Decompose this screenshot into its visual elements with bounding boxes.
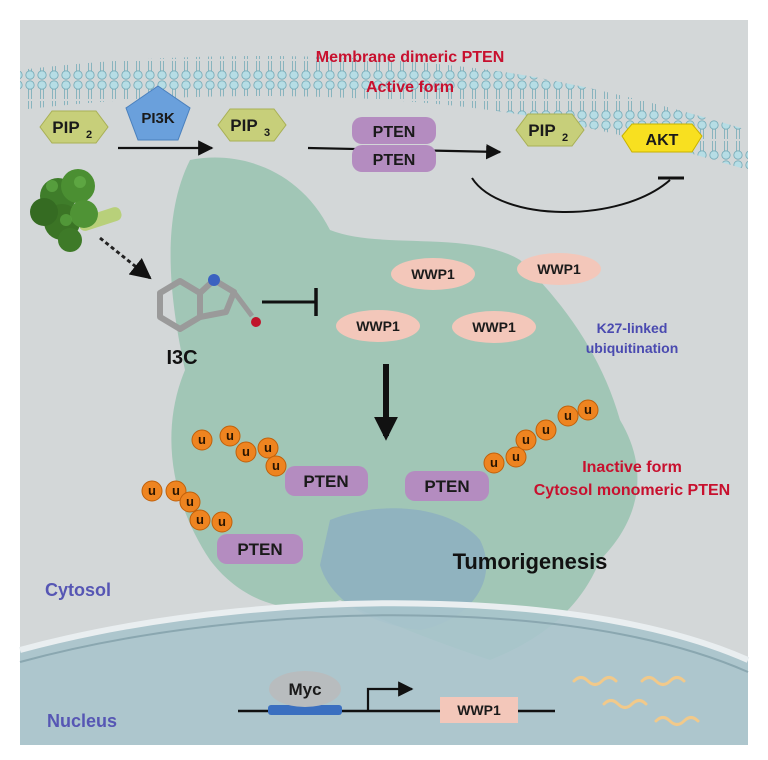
svg-text:u: u [512, 449, 520, 464]
k27-label-line1: K27-linked [597, 320, 668, 336]
svg-text:u: u [490, 455, 498, 470]
mrna-4 [654, 716, 700, 726]
nuclear-envelope-inner [19, 614, 749, 673]
wwp1-node-4: WWP1 [452, 311, 536, 343]
ubiquitin-1-4: u [257, 437, 279, 459]
pip2-left-sub: 2 [86, 129, 92, 141]
ubiquitin-2-1: u [141, 480, 163, 502]
ubiquitin-1-1: u [191, 429, 213, 451]
active-form-label: Active form [366, 79, 454, 96]
pten-dimer-bottom-label: PTEN [373, 152, 416, 169]
nucleus-label: Nucleus [47, 711, 117, 731]
pip2-right-label: PIP [528, 121, 555, 140]
akt-node: AKT [621, 123, 703, 153]
indole-molecule-icon [157, 274, 261, 332]
ubiquitin-2-4: u [189, 509, 211, 531]
mrna-transcripts [572, 676, 700, 726]
svg-text:u: u [584, 402, 592, 417]
pip2-right-sub: 2 [562, 132, 568, 144]
svg-text:u: u [172, 483, 180, 498]
cytosol-label: Cytosol [45, 580, 111, 600]
pi3k-node: PI3K [125, 85, 191, 141]
svg-text:u: u [186, 494, 194, 509]
ubiquitin-1-5: u [265, 455, 287, 477]
mrna-3 [602, 699, 648, 709]
nucleus-region [20, 603, 748, 745]
inactive-form-label: Inactive form [582, 459, 682, 476]
ubiquitin-2-3: u [179, 491, 201, 513]
ubiquitin-1-3: u [235, 441, 257, 463]
pip2-node-left: PIP 2 [39, 110, 109, 144]
cytosol-monomeric-label: Cytosol monomeric PTEN [534, 482, 730, 499]
wwp1-node-3: WWP1 [336, 310, 420, 342]
ubiquitin-3-3: u [515, 429, 537, 451]
pip2-left-label: PIP [52, 118, 79, 137]
svg-text:u: u [196, 512, 204, 527]
ubiquitin-3-6: u [577, 399, 599, 421]
ubiquitin-1-2: u [219, 425, 241, 447]
svg-text:u: u [218, 514, 226, 529]
pten-monomer-2: PTEN [405, 471, 489, 501]
pip3-sub: 3 [264, 127, 270, 139]
wwp1-gene-label: WWP1 [457, 702, 501, 718]
myc-label: Myc [288, 680, 321, 699]
arrow-broccoli-to-i3c [99, 236, 152, 280]
mrna-2 [640, 676, 686, 686]
pten-dimer-top-label: PTEN [373, 124, 416, 141]
pten-monomer-3: PTEN [217, 534, 303, 564]
tumorigenesis-label: Tumorigenesis [453, 549, 608, 574]
ubiquitin-2-2: u [165, 480, 187, 502]
wwp1-label-1: WWP1 [411, 266, 455, 282]
pip3-node: PIP 3 [217, 108, 287, 142]
membrane-dimeric-label: Membrane dimeric PTEN [316, 49, 505, 66]
wwp1-gene: WWP1 [440, 697, 518, 723]
pi3k-label: PI3K [141, 110, 175, 127]
svg-text:u: u [264, 440, 272, 455]
pten-monomer-2-label: PTEN [424, 477, 469, 496]
pip2-node-right: PIP 2 [515, 113, 585, 147]
myc-binding-site [268, 705, 342, 715]
svg-text:u: u [564, 408, 572, 423]
svg-text:u: u [242, 444, 250, 459]
svg-text:u: u [148, 483, 156, 498]
ubiquitin-3-5: u [557, 405, 579, 427]
svg-text:u: u [522, 432, 530, 447]
wwp1-label-4: WWP1 [472, 319, 516, 335]
pip3-label: PIP [230, 116, 257, 135]
pten-monomer-1: PTEN [285, 466, 368, 496]
mrna-1 [572, 676, 618, 686]
ubiquitin-3-1: u [483, 452, 505, 474]
svg-text:u: u [272, 458, 280, 473]
myc-node: Myc [269, 671, 341, 707]
ubiquitin-3-4: u [535, 419, 557, 441]
k27-label-line2: ubiquitination [586, 340, 679, 356]
pten-monomer-1-label: PTEN [303, 472, 348, 491]
ubiquitin-2-5: u [211, 511, 233, 533]
wwp1-node-1: WWP1 [391, 258, 475, 290]
ubiquitin-3-2: u [505, 446, 527, 468]
broccoli-icon [30, 169, 122, 252]
akt-inhibition-curve [471, 177, 671, 213]
cell-nucleus-hint [320, 508, 487, 630]
wwp1-label-3: WWP1 [356, 318, 400, 334]
svg-text:u: u [542, 422, 550, 437]
svg-text:u: u [226, 428, 234, 443]
wwp1-label-2: WWP1 [537, 261, 581, 277]
cell-membrane [20, 56, 748, 170]
pten-dimer: PTEN PTEN [352, 117, 436, 172]
pten-monomer-3-label: PTEN [237, 540, 282, 559]
svg-text:u: u [198, 432, 206, 447]
wwp1-node-2: WWP1 [517, 253, 601, 285]
akt-label: AKT [646, 132, 679, 149]
i3c-label: I3C [166, 347, 197, 369]
nuclear-envelope [19, 600, 750, 663]
transcription-start-arrow [366, 681, 414, 711]
